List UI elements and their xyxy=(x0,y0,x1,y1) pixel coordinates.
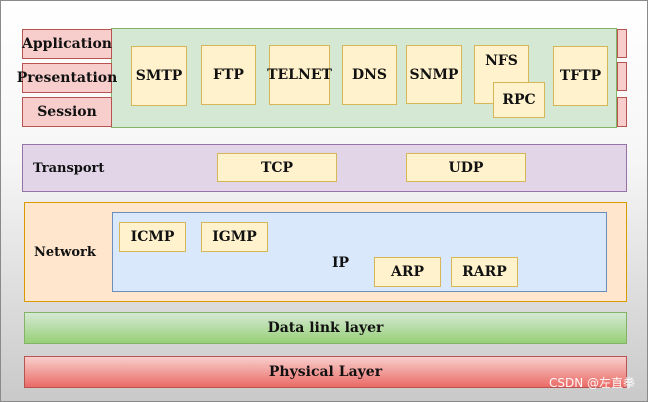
tftp-protocol-box: TFTP xyxy=(553,46,608,106)
ftp-protocol-box: FTP xyxy=(201,45,256,105)
presentation-layer-label: Presentation xyxy=(17,63,117,93)
application-layer-edge xyxy=(617,29,627,58)
smtp-protocol-box: SMTP xyxy=(131,46,187,106)
rarp-protocol-box: RARP xyxy=(451,257,518,287)
ip-protocol-label: IP xyxy=(332,255,350,271)
igmp-protocol-box: IGMP xyxy=(201,222,268,252)
watermark: CSDN @左直拳 xyxy=(548,376,635,390)
udp-protocol-box: UDP xyxy=(406,153,526,182)
arp-protocol-box: ARP xyxy=(374,257,441,287)
icmp-protocol-box: ICMP xyxy=(119,222,186,252)
transport-layer-label: Transport xyxy=(33,161,105,176)
physical-layer-band: Physical Layer xyxy=(24,356,627,388)
session-layer-label: Session xyxy=(22,97,112,127)
network-layer-label: Network xyxy=(34,245,96,260)
telnet-protocol-box: TELNET xyxy=(267,45,332,105)
dns-protocol-box: DNS xyxy=(342,45,397,105)
session-layer-edge xyxy=(617,97,627,127)
ip-protocol-region xyxy=(112,212,607,292)
presentation-layer-edge xyxy=(617,62,627,91)
application-layer-label: Application xyxy=(22,29,112,59)
rpc-protocol-box: RPC xyxy=(493,82,545,118)
data-link-layer-band: Data link layer xyxy=(24,312,627,344)
tcp-protocol-box: TCP xyxy=(217,153,337,182)
snmp-protocol-box: SNMP xyxy=(406,45,462,104)
